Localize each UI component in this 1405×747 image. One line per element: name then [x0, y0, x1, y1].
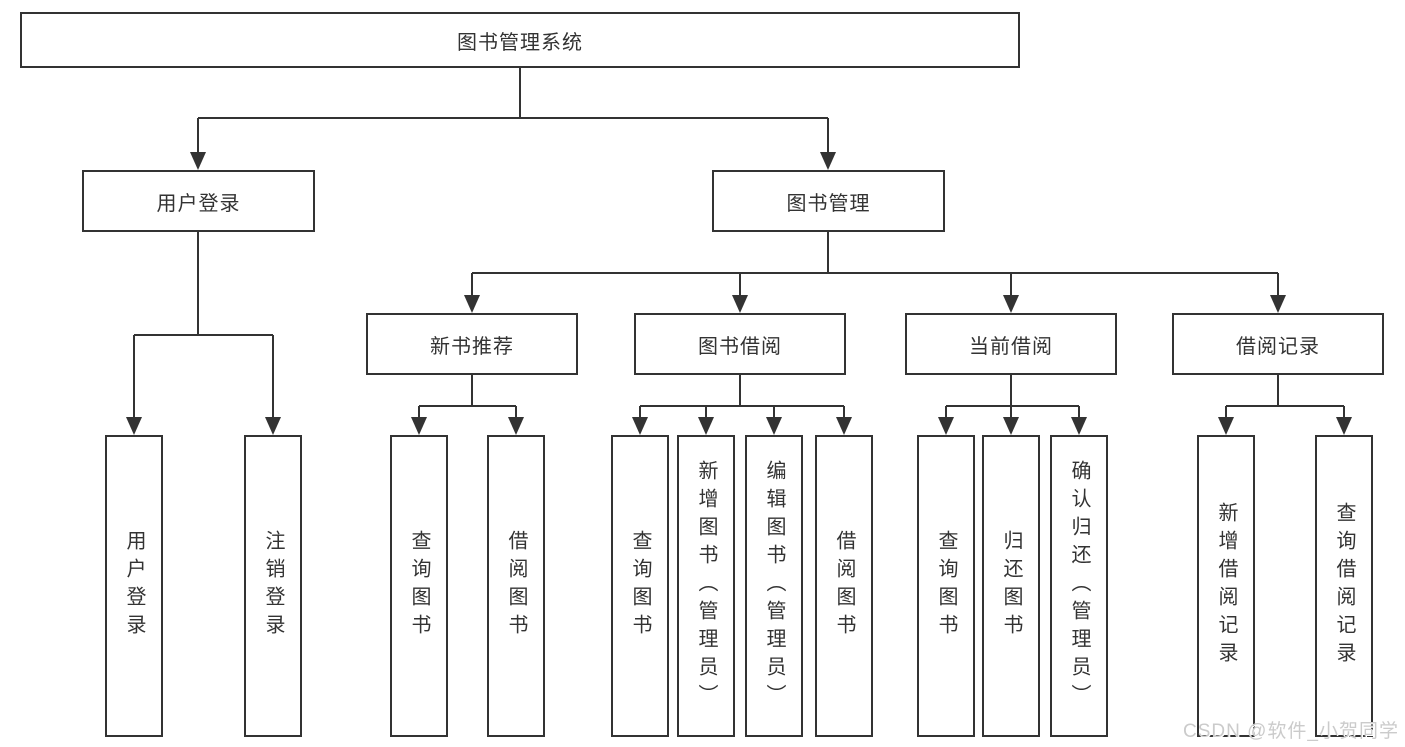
leaf-borrow-edit-books-admin: 编辑图书（管理员） [745, 435, 803, 737]
leaf-current-query-books: 查询图书 [917, 435, 975, 737]
node-book-management-system: 图书管理系统 [20, 12, 1020, 68]
leaf-recommend-query-books: 查询图书 [390, 435, 448, 737]
leaf-borrow-query-books: 查询图书 [611, 435, 669, 737]
leaf-current-return-books: 归还图书 [982, 435, 1040, 737]
leaf-records-add-borrow-record: 新增借阅记录 [1197, 435, 1255, 737]
leaf-recommend-borrow-books: 借阅图书 [487, 435, 545, 737]
node-book-borrow: 图书借阅 [634, 313, 846, 375]
leaf-borrow-add-books-admin: 新增图书（管理员） [677, 435, 735, 737]
csdn-watermark: CSDN @软件_小贺同学 [1183, 721, 1399, 742]
node-new-book-recommend: 新书推荐 [366, 313, 578, 375]
leaf-logout: 注销登录 [244, 435, 302, 737]
leaf-user-login: 用户登录 [105, 435, 163, 737]
node-user-login: 用户登录 [82, 170, 315, 232]
leaf-current-confirm-return-admin: 确认归还（管理员） [1050, 435, 1108, 737]
leaf-records-query-borrow-record: 查询借阅记录 [1315, 435, 1373, 737]
node-current-borrow: 当前借阅 [905, 313, 1117, 375]
leaf-borrow-borrow-books: 借阅图书 [815, 435, 873, 737]
node-borrow-records: 借阅记录 [1172, 313, 1384, 375]
node-book-management: 图书管理 [712, 170, 945, 232]
